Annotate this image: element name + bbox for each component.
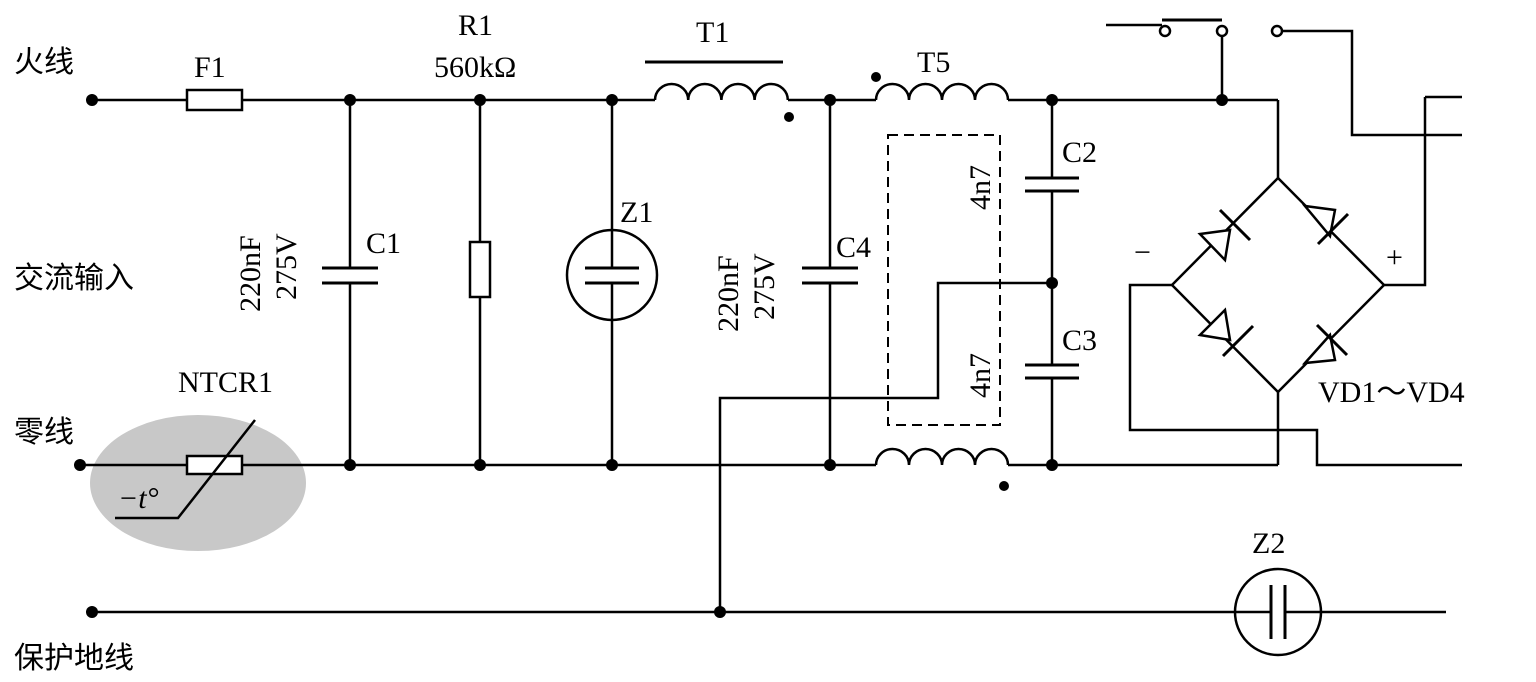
label-C1-value2: 275V: [270, 233, 303, 300]
live-terminal: [86, 94, 98, 106]
surge-arrester-Z1: [565, 100, 659, 465]
label-R1-value: 560kΩ: [434, 51, 516, 84]
capacitor-C1: [322, 100, 378, 465]
live-wire: [92, 98, 1280, 178]
label-NTCR1: NTCR1: [178, 366, 273, 399]
choke-T5: [871, 72, 1010, 491]
label-R1: R1: [458, 9, 493, 42]
label-Z2: Z2: [1252, 527, 1285, 560]
label-bridge-plus: +: [1386, 241, 1403, 274]
label-Z1: Z1: [620, 196, 653, 229]
inductor-T1: [645, 60, 794, 122]
label-T5: T5: [917, 46, 950, 79]
label-C3: C3: [1062, 324, 1097, 357]
fuse-F1: [185, 88, 244, 112]
bridge-rectifier: [1170, 176, 1386, 394]
capacitor-C4: [802, 100, 858, 465]
surge-arrester-Z2: [1233, 567, 1323, 657]
label-NTC-symbol: −t°: [118, 482, 159, 515]
label-live: 火线: [14, 45, 74, 80]
ground-terminal: [86, 606, 98, 618]
label-C1-value1: 220nF: [234, 235, 267, 312]
label-T1: T1: [696, 16, 729, 49]
label-ground: 保护地线: [14, 641, 134, 676]
label-bridge-minus: −: [1134, 236, 1151, 269]
resistor-R1: [468, 100, 492, 465]
label-C1: C1: [366, 227, 401, 260]
capacitor-C3: [1025, 363, 1079, 465]
label-C3-value: 4n7: [964, 353, 997, 398]
label-ac-input: 交流输入: [14, 261, 134, 296]
label-C4-value2: 275V: [748, 253, 781, 320]
label-neutral: 零线: [14, 415, 74, 450]
neutral-terminal: [74, 459, 86, 471]
label-bridge: VD1～VD4: [1318, 376, 1465, 409]
label-C2-value: 4n7: [964, 165, 997, 210]
junction-dots: [344, 94, 1228, 618]
dashed-enclosure: [887, 134, 1001, 426]
ground-return-wire: [718, 281, 1052, 612]
label-F1: F1: [194, 51, 226, 84]
switch: [1106, 18, 1462, 137]
bridge-plus-wire: [1384, 97, 1427, 287]
label-C4: C4: [836, 231, 871, 264]
ntc-thermistor-NTCR1: [115, 419, 256, 520]
label-C2: C2: [1062, 136, 1097, 169]
bridge-minus-wire: [1128, 283, 1462, 467]
label-C4-value1: 220nF: [712, 255, 745, 332]
